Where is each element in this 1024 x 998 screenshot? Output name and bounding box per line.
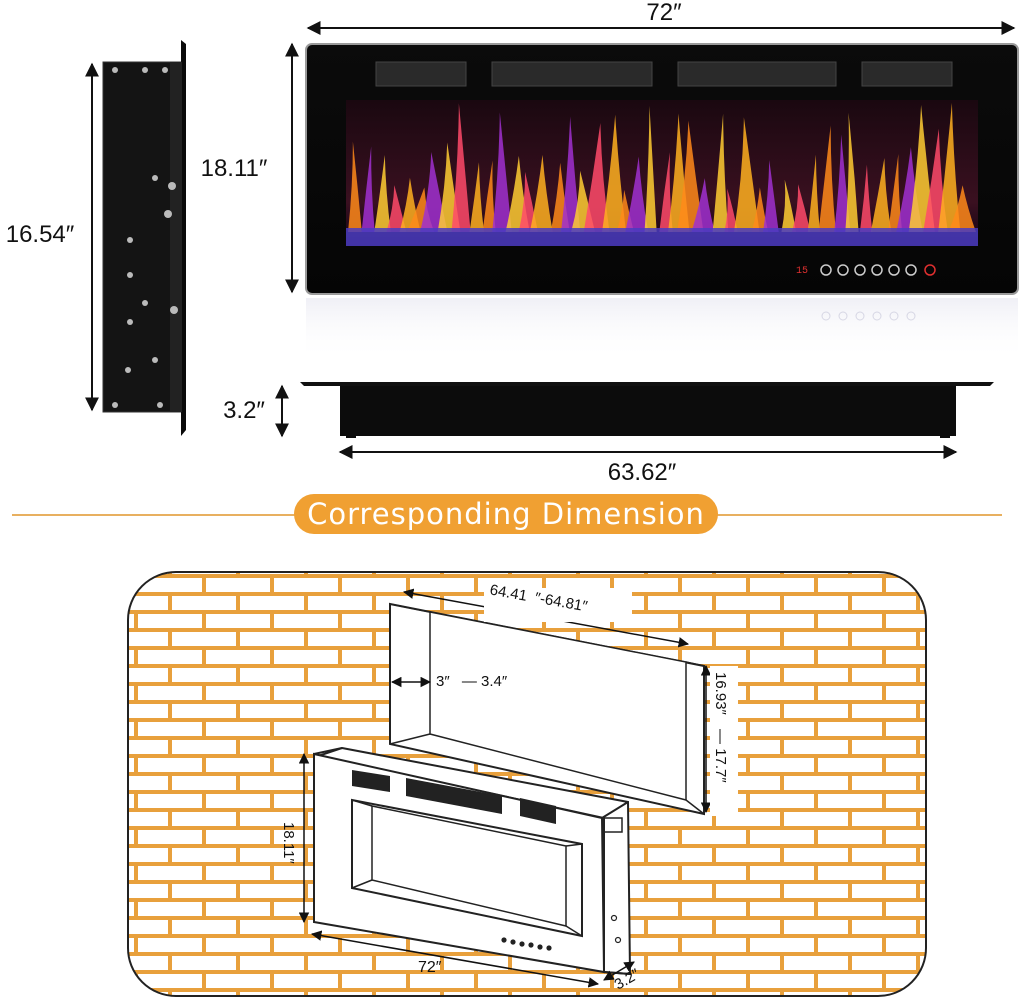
opening-depth-max: — 3.4″ <box>462 673 508 690</box>
control-button[interactable] <box>854 264 866 276</box>
opening-height-max: — 17.7″ <box>712 729 729 783</box>
power-button[interactable] <box>924 264 936 276</box>
flame <box>625 156 649 232</box>
control-button[interactable] <box>871 264 883 276</box>
opening-depth-label: 3″ — 3.4″ <box>436 673 508 690</box>
flame <box>482 160 496 232</box>
control-button[interactable] <box>837 264 849 276</box>
flame <box>807 154 820 232</box>
banner-line-left <box>12 514 302 516</box>
flame <box>583 123 610 232</box>
wall-opening <box>389 602 705 816</box>
crystal-bed <box>346 228 978 246</box>
unit-width-label: 72″ <box>418 959 442 976</box>
flame <box>724 188 738 232</box>
flame <box>888 154 903 232</box>
control-button[interactable] <box>888 264 900 276</box>
vent-3 <box>677 61 837 87</box>
control-buttons <box>820 264 936 276</box>
flame <box>751 187 769 232</box>
flame <box>659 152 673 232</box>
unit-width-arrow <box>310 930 600 988</box>
vent-4 <box>861 61 953 87</box>
front-view-fireplace: 15 <box>305 43 1019 295</box>
flame-graphics <box>348 102 976 232</box>
opening-width-min: 64.41 <box>488 581 528 604</box>
control-button[interactable] <box>820 264 832 276</box>
timer-display: 15 <box>796 266 808 277</box>
flame <box>859 164 873 232</box>
flame <box>870 158 892 232</box>
section-banner: Corresponding Dimension <box>294 494 718 534</box>
flame <box>818 125 836 232</box>
flame <box>348 141 362 232</box>
front-height-label: 18.11″ <box>201 155 268 182</box>
flame <box>561 116 581 232</box>
iso-vent-3 <box>520 798 556 824</box>
side-profile-view <box>102 40 186 436</box>
opening-height-min: 16.93″ <box>712 672 729 716</box>
flame <box>948 185 976 232</box>
flame <box>834 134 851 232</box>
flame <box>908 104 935 232</box>
flame <box>712 113 729 232</box>
vent-2 <box>491 61 653 87</box>
flame <box>451 103 471 232</box>
flame <box>845 112 859 232</box>
flame <box>938 102 961 232</box>
depth-label: 3.2″ <box>223 397 265 424</box>
width-label: 72″ <box>646 0 682 26</box>
unit-height-label: 18.11″ <box>280 822 297 864</box>
banner-title: Corresponding Dimension <box>307 497 705 531</box>
flame <box>691 178 715 232</box>
flame <box>792 184 811 232</box>
vent-1 <box>375 61 467 87</box>
banner-line-right <box>710 514 1002 516</box>
control-button[interactable] <box>905 264 917 276</box>
flame <box>469 162 485 232</box>
flame <box>386 185 407 232</box>
flame <box>492 112 512 232</box>
flame <box>374 155 391 232</box>
flame <box>677 120 704 232</box>
flame <box>644 105 657 232</box>
opening-depth-min: 3″ <box>436 673 450 690</box>
unit-depth-arrow <box>603 961 635 981</box>
flame <box>420 152 448 232</box>
flame <box>529 154 553 232</box>
top-down-view <box>300 382 994 438</box>
flame <box>763 159 779 232</box>
back-width-label: 63.62″ <box>608 459 677 486</box>
side-height-label: 16.54″ <box>6 221 75 248</box>
floor-reflection <box>306 298 1018 360</box>
flame <box>733 117 760 232</box>
iso-vent-1 <box>352 770 390 792</box>
flame <box>361 146 375 232</box>
flame <box>602 114 627 232</box>
opening-height-label: 16.93″ — 17.7″ <box>712 672 729 783</box>
flame <box>781 179 797 232</box>
iso-vent-2 <box>406 778 502 814</box>
